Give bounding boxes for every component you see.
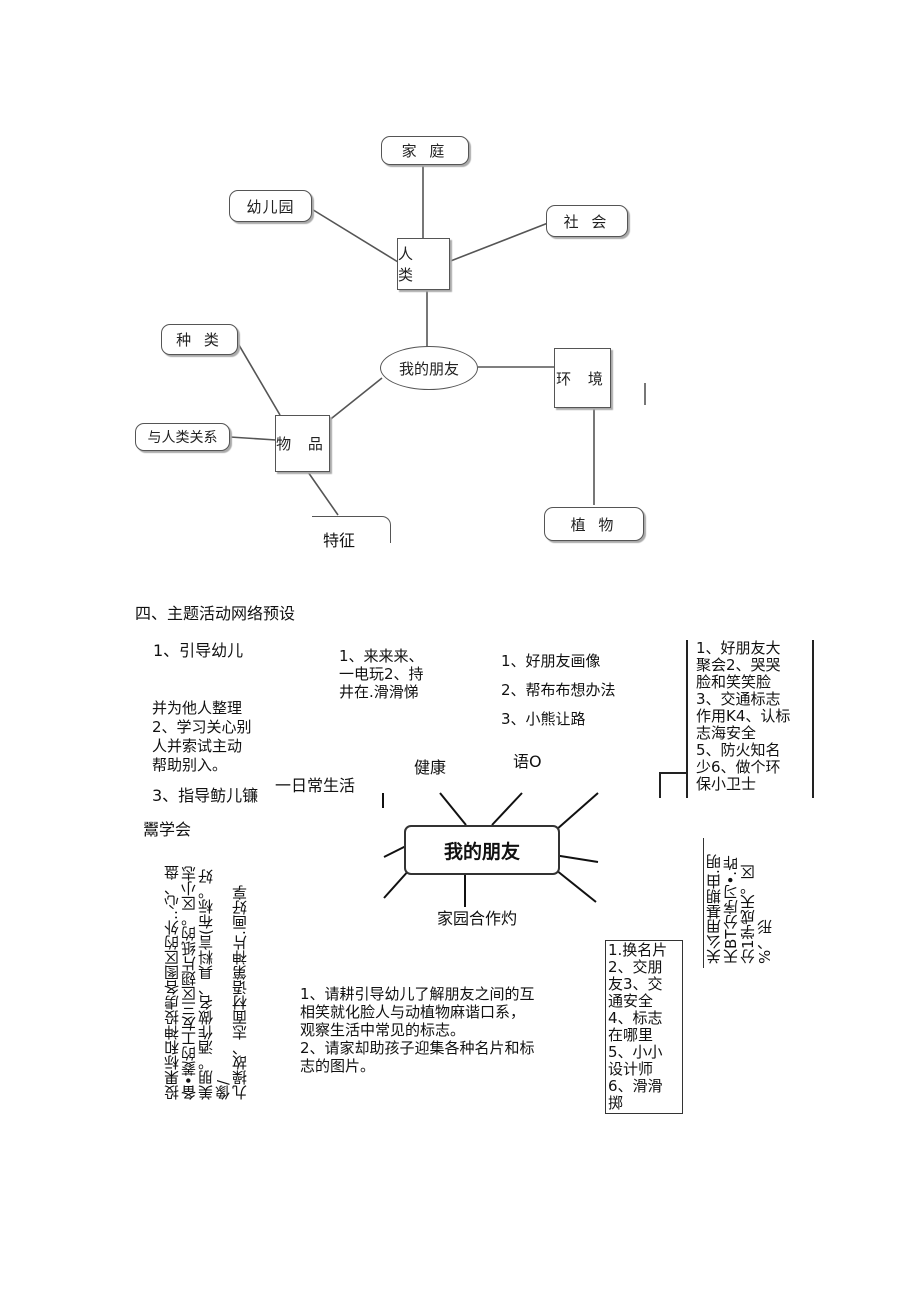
col4-items: 1、好朋友大 聚会2、哭哭 脸和笑笑脸 3、交通标志 作用K4、认标 志海安全 … xyxy=(696,639,791,793)
col3-items: 1、好朋友画像 2、帮布布想办法 3、小熊让路 xyxy=(501,652,616,728)
label-daily-life: 一日常生活 xyxy=(275,776,356,795)
vertical-right-rule xyxy=(703,838,704,968)
node-features xyxy=(312,516,391,543)
col1-top: 1、引导幼儿 xyxy=(153,641,244,660)
node-plants: 植 物 xyxy=(544,507,644,541)
col4-left-rule xyxy=(686,640,688,798)
label-language: 语O xyxy=(513,752,542,771)
vertical-text-left: 投果标和神投虏各图区的外‥心、盘 备•菱的工友三区翅片纸的。区小志 美朋。酒作做… xyxy=(163,864,249,1100)
col2-items: 1、来来来、 一电玩2、持 井在.滑滑悌 xyxy=(339,647,424,701)
col1-item3: 3、指导鲂儿镰 xyxy=(152,786,259,805)
right-activity-box: 1.换名片 2、交朋 友3、交 通安全 4、标志 在哪里 5、小小 设计师 6、… xyxy=(605,940,683,1114)
node-environment: 环 境 xyxy=(554,348,611,408)
label-health: 健康 xyxy=(414,758,447,777)
col1-mid: 并为他人整理 2、学习关心别 人并索试主动 帮助别入。 xyxy=(152,699,252,774)
node-species: 种 类 xyxy=(161,324,238,355)
node-center-my-friends: 我的朋友 xyxy=(380,346,478,390)
col4-bracket-v xyxy=(659,772,661,798)
col4-right-rule xyxy=(812,640,814,798)
mindmap-connectors xyxy=(229,165,646,516)
node-features-label: 特征 xyxy=(323,531,356,550)
node-relation-with-humans: 与人类关系 xyxy=(135,423,230,451)
vertical-text-right: 关么用基期由.明 天BT分序习•.昨 分1学成天。区 %、形 xyxy=(705,854,774,964)
node-human: 人 类 xyxy=(397,238,450,290)
node-objects: 物 品 xyxy=(275,415,330,472)
home-cooperation-paragraph: 1、请耕引导幼儿了解朋友之间的互 相笑就化脸人与动植物麻谐口系， 观察生活中常见… xyxy=(300,985,535,1075)
node-family: 家 庭 xyxy=(381,136,469,165)
col4-bracket-h xyxy=(659,772,687,774)
network-center-my-friends: 我的朋友 xyxy=(404,825,560,875)
label-home-cooperation: 家园合作灼 xyxy=(437,909,518,928)
node-society: 社 会 xyxy=(546,205,628,237)
node-kindergarten: 幼儿园 xyxy=(229,190,312,222)
section-heading: 四、主题活动网络预设 xyxy=(135,604,296,623)
col1-tail: 鬻学会 xyxy=(143,820,192,839)
